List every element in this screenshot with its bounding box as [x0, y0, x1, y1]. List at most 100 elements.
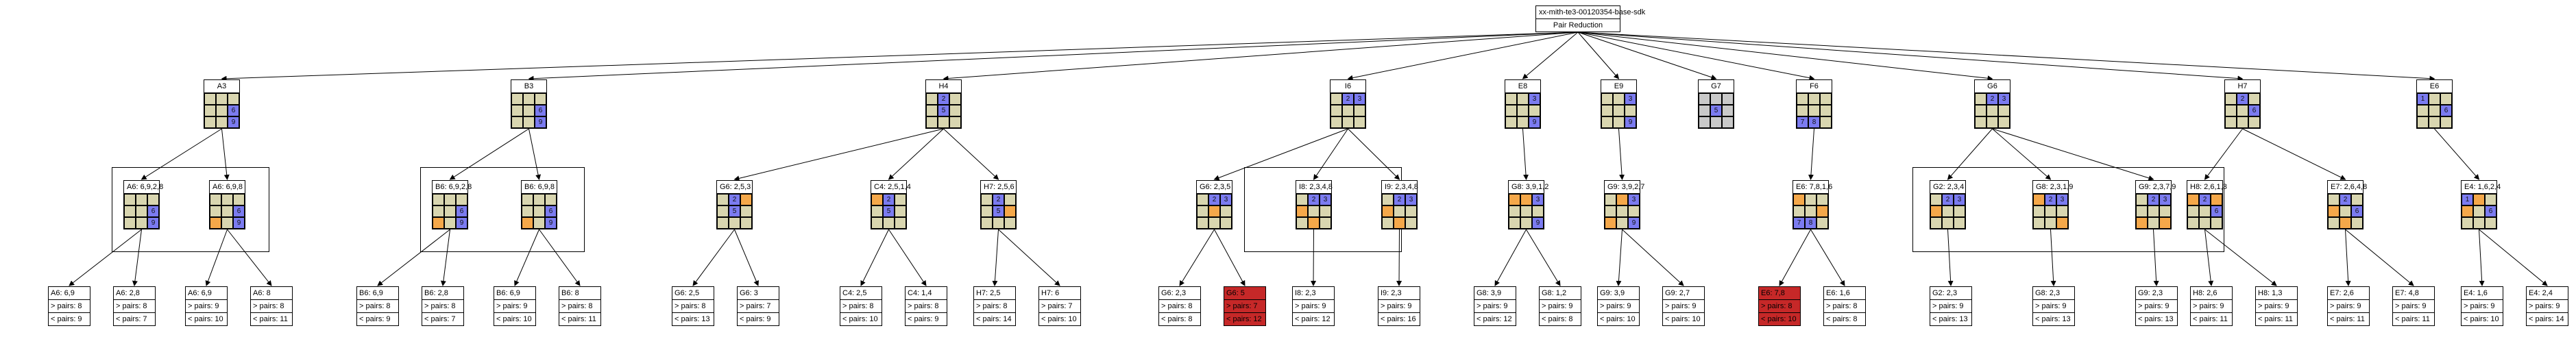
- edge-b6b-l8: [539, 229, 581, 286]
- result-leaf-l26: G8: 2,3> pairs: 9< pairs: 13: [2032, 286, 2075, 326]
- board-cell: 7: [1797, 116, 1808, 128]
- board-cell: 2: [2045, 194, 2056, 205]
- board-cell: [1616, 217, 1628, 229]
- edge-root-e6: [1577, 32, 2435, 82]
- result-leaf-l27-line-2: > pairs: 9: [2136, 299, 2177, 312]
- board-cell: [981, 217, 993, 229]
- result-leaf-l9-line-3: < pairs: 13: [672, 312, 714, 325]
- result-leaf-l24-line-2: > pairs: 8: [1824, 299, 1865, 312]
- board-cell: [1808, 93, 1820, 105]
- board-cell: 6: [233, 205, 245, 217]
- result-leaf-l13-line-1: H7: 2,5: [976, 289, 1001, 297]
- edge-h7b-l14: [998, 229, 1060, 286]
- result-leaf-l29: H8: 1,3> pairs: 9< pairs: 11: [2255, 286, 2298, 326]
- board-cell: 9: [1529, 116, 1540, 128]
- result-leaf-l11-line-2: > pairs: 8: [840, 299, 882, 312]
- board-cell: [1722, 116, 1734, 128]
- board-cell: [2328, 217, 2340, 229]
- board-cell: [456, 194, 467, 205]
- result-leaf-l13: H7: 2,5> pairs: 8< pairs: 14: [973, 286, 1016, 326]
- board-cell: [1613, 105, 1625, 116]
- board-cell: [2440, 93, 2452, 105]
- board-cell: 9: [1532, 217, 1544, 229]
- result-leaf-l30-line-2: > pairs: 9: [2328, 299, 2369, 312]
- board-cell: [433, 217, 444, 229]
- result-leaf-l20-line-2: > pairs: 9: [1540, 299, 1581, 312]
- board-cell: [535, 93, 546, 105]
- result-leaf-l22: G9: 2,7 > pairs: 9< pairs: 10: [1662, 286, 1705, 326]
- result-leaf-l22-line-2: > pairs: 9: [1663, 299, 1704, 312]
- board-cell: [1505, 116, 1517, 128]
- edge-h7b-l13: [992, 229, 999, 286]
- edge-g6d-l15: [1179, 229, 1215, 286]
- board-cell: [1605, 205, 1616, 217]
- board-cell: [2148, 205, 2159, 217]
- result-leaf-l11-line-1: C4: 2,5: [842, 289, 867, 297]
- board-node-g8b-line-1: G8: 2,3,1,9: [2036, 183, 2074, 191]
- edge-h8-l29: [2204, 229, 2277, 286]
- board-node-i9-line-1: I9: 2,3,4,8: [1385, 183, 1418, 191]
- board-cell: 3: [1532, 194, 1544, 205]
- board-cell: [926, 105, 938, 116]
- board-cell: [895, 217, 906, 229]
- board-cell: [1613, 93, 1625, 105]
- board-cell: 2: [1986, 93, 1998, 105]
- board-cell: [2187, 217, 2199, 229]
- result-leaf-l32: E4: 1,6> pairs: 9< pairs: 10: [2461, 286, 2503, 326]
- board-cell: [2328, 205, 2340, 217]
- board-cell: [1986, 116, 1998, 128]
- board-node-f6-line-1: F6: [1810, 82, 1819, 90]
- edge-g6c-l9: [692, 229, 735, 286]
- board-cell: [1520, 194, 1532, 205]
- result-leaf-l31-line-3: < pairs: 11: [2393, 312, 2434, 325]
- board-cell: 3: [1998, 93, 2010, 105]
- result-leaf-l13-line-2: > pairs: 8: [974, 299, 1015, 312]
- result-leaf-l27-line-3: < pairs: 13: [2136, 312, 2177, 325]
- board-cell: [2473, 217, 2485, 229]
- result-leaf-l19-line-1: G8: 3,9: [1477, 289, 1502, 297]
- result-leaf-l7: B6: 6,9> pairs: 9< pairs: 10: [494, 286, 536, 326]
- board-cell: 2: [729, 194, 740, 205]
- result-leaf-l6-line-3: < pairs: 7: [422, 312, 463, 325]
- result-leaf-l20-line-1: G8: 1,2: [1542, 289, 1567, 297]
- edge-root-a3: [221, 32, 1579, 82]
- board-cell: [1320, 217, 1331, 229]
- board-cell: [740, 194, 752, 205]
- board-cell: [1805, 205, 1816, 217]
- result-leaf-l22-line-1: G9: 2,7: [1665, 289, 1690, 297]
- board-cell: [938, 116, 949, 128]
- edge-g8-l20: [1526, 229, 1561, 286]
- board-cell: 6: [545, 205, 557, 217]
- board-cell: [1296, 217, 1308, 229]
- board-cell: [1382, 205, 1394, 217]
- edge-g6d-l16: [1214, 229, 1246, 286]
- result-leaf-l15-line-2: > pairs: 8: [1159, 299, 1200, 312]
- board-cell: [1816, 205, 1828, 217]
- board-node-e6-line-1: E6: [2429, 82, 2440, 90]
- edge-h4-g6c: [733, 128, 944, 182]
- board-cell: [895, 194, 906, 205]
- result-leaf-l5-line-1: B6: 6,9: [359, 289, 383, 297]
- board-cell: [2485, 194, 2496, 205]
- board-cell: [1820, 116, 1832, 128]
- board-cell: [221, 205, 233, 217]
- result-leaf-l22-line-3: < pairs: 10: [1663, 312, 1704, 325]
- result-leaf-l18-line-3: < pairs: 16: [1378, 312, 1420, 325]
- result-leaf-l2: A6: 2,8> pairs: 8< pairs: 7: [113, 286, 156, 326]
- board-cell: [533, 205, 545, 217]
- result-leaf-l18-line-2: > pairs: 9: [1378, 299, 1420, 312]
- board-cell: [2328, 194, 2340, 205]
- board-cell: [1954, 217, 1965, 229]
